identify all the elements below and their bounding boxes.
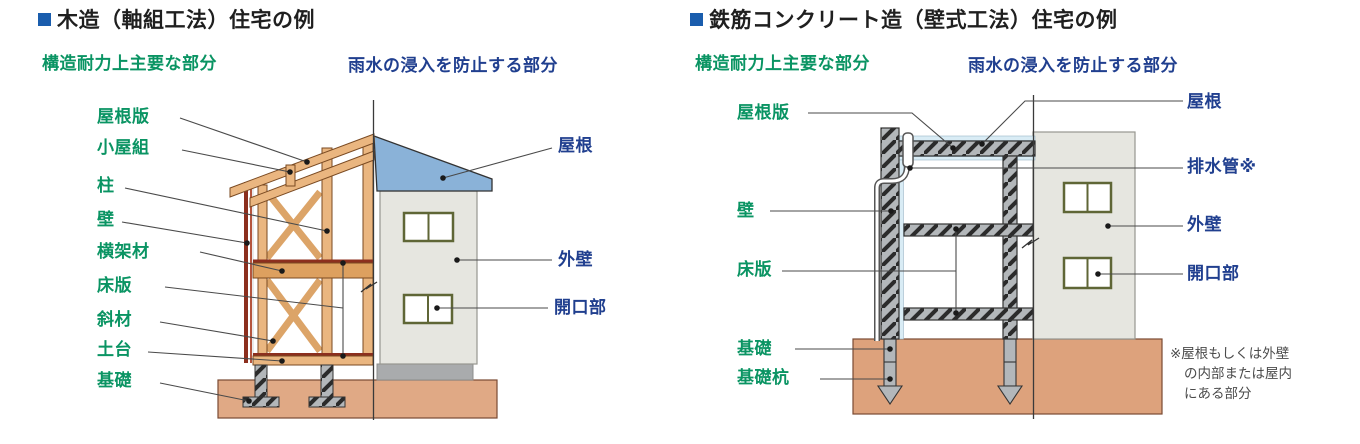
drain-pipe [874,132,914,341]
label-wall-right: 壁 [737,201,755,220]
right-title-text: 鉄筋コンクリート造（壁式工法）住宅の例 [709,9,1118,32]
right-header-rain: 雨水の浸入を防止する部分 [968,56,1178,75]
label-roof-board-left: 屋根版 [97,107,150,126]
exterior-wall-right [1032,131,1136,340]
right-header-structural: 構造耐力上主要な部分 [695,54,870,73]
concrete-structure [880,127,1036,340]
windows-right [1062,181,1113,290]
label-foundation-pile: 基礎杭 [737,368,790,387]
label-opening-right: 開口部 [1187,264,1240,283]
label-floor-board-left: 床版 [97,276,132,295]
windows-left [402,211,455,325]
right-house-drawing [852,95,1163,419]
foundation-piles [876,338,1024,405]
left-panel-title: 木造（軸組工法）住宅の例 [38,4,315,34]
label-wall-left: 壁 [97,210,115,229]
label-outer-wall-right: 外壁 [1187,215,1222,234]
footnote-line-1: ※屋根もしくは外壁 [1170,346,1290,361]
right-panel-title: 鉄筋コンクリート造（壁式工法）住宅の例 [690,4,1118,34]
label-floor-board-right: 床版 [737,260,772,279]
label-outer-wall-left: 外壁 [558,250,593,269]
label-horizontal-member: 横架材 [97,242,150,261]
break-mark-left [360,281,378,293]
label-roof-board-right: 屋根版 [737,103,790,122]
label-post: 柱 [97,176,115,195]
label-opening-left: 開口部 [554,298,607,317]
footnote-line-3: にある部分 [1184,386,1252,401]
label-roof-right: 屋根 [1187,92,1222,111]
leader-dots-right [887,141,1111,382]
square-bullet-icon [38,12,51,26]
label-diagonal-brace: 斜材 [97,310,132,329]
break-mark-right [1021,237,1040,249]
square-bullet-icon [690,12,703,26]
blue-roof [373,135,493,192]
left-header-structural: 構造耐力上主要な部分 [42,54,217,73]
leader-lines-right [770,100,1183,380]
left-house-drawing [217,100,498,420]
label-sill: 土台 [97,340,132,359]
label-foundation-left: 基礎 [97,371,132,390]
timber-frame [229,133,375,408]
footnote-line-2: の内部または屋内 [1184,366,1292,381]
foundation-base [376,363,474,381]
footnote: ※屋根もしくは外壁 の内部または屋内 にある部分 [1170,344,1292,404]
left-title-text: 木造（軸組工法）住宅の例 [57,9,315,32]
leader-lines-left [121,117,553,402]
leader-dots-left [244,159,460,404]
label-drain-pipe: 排水管※ [1187,157,1257,176]
label-foundation-right: 基礎 [737,339,772,358]
label-roof-left: 屋根 [558,136,593,155]
left-header-rain: 雨水の浸入を防止する部分 [348,56,558,75]
label-roof-truss: 小屋組 [97,138,150,157]
